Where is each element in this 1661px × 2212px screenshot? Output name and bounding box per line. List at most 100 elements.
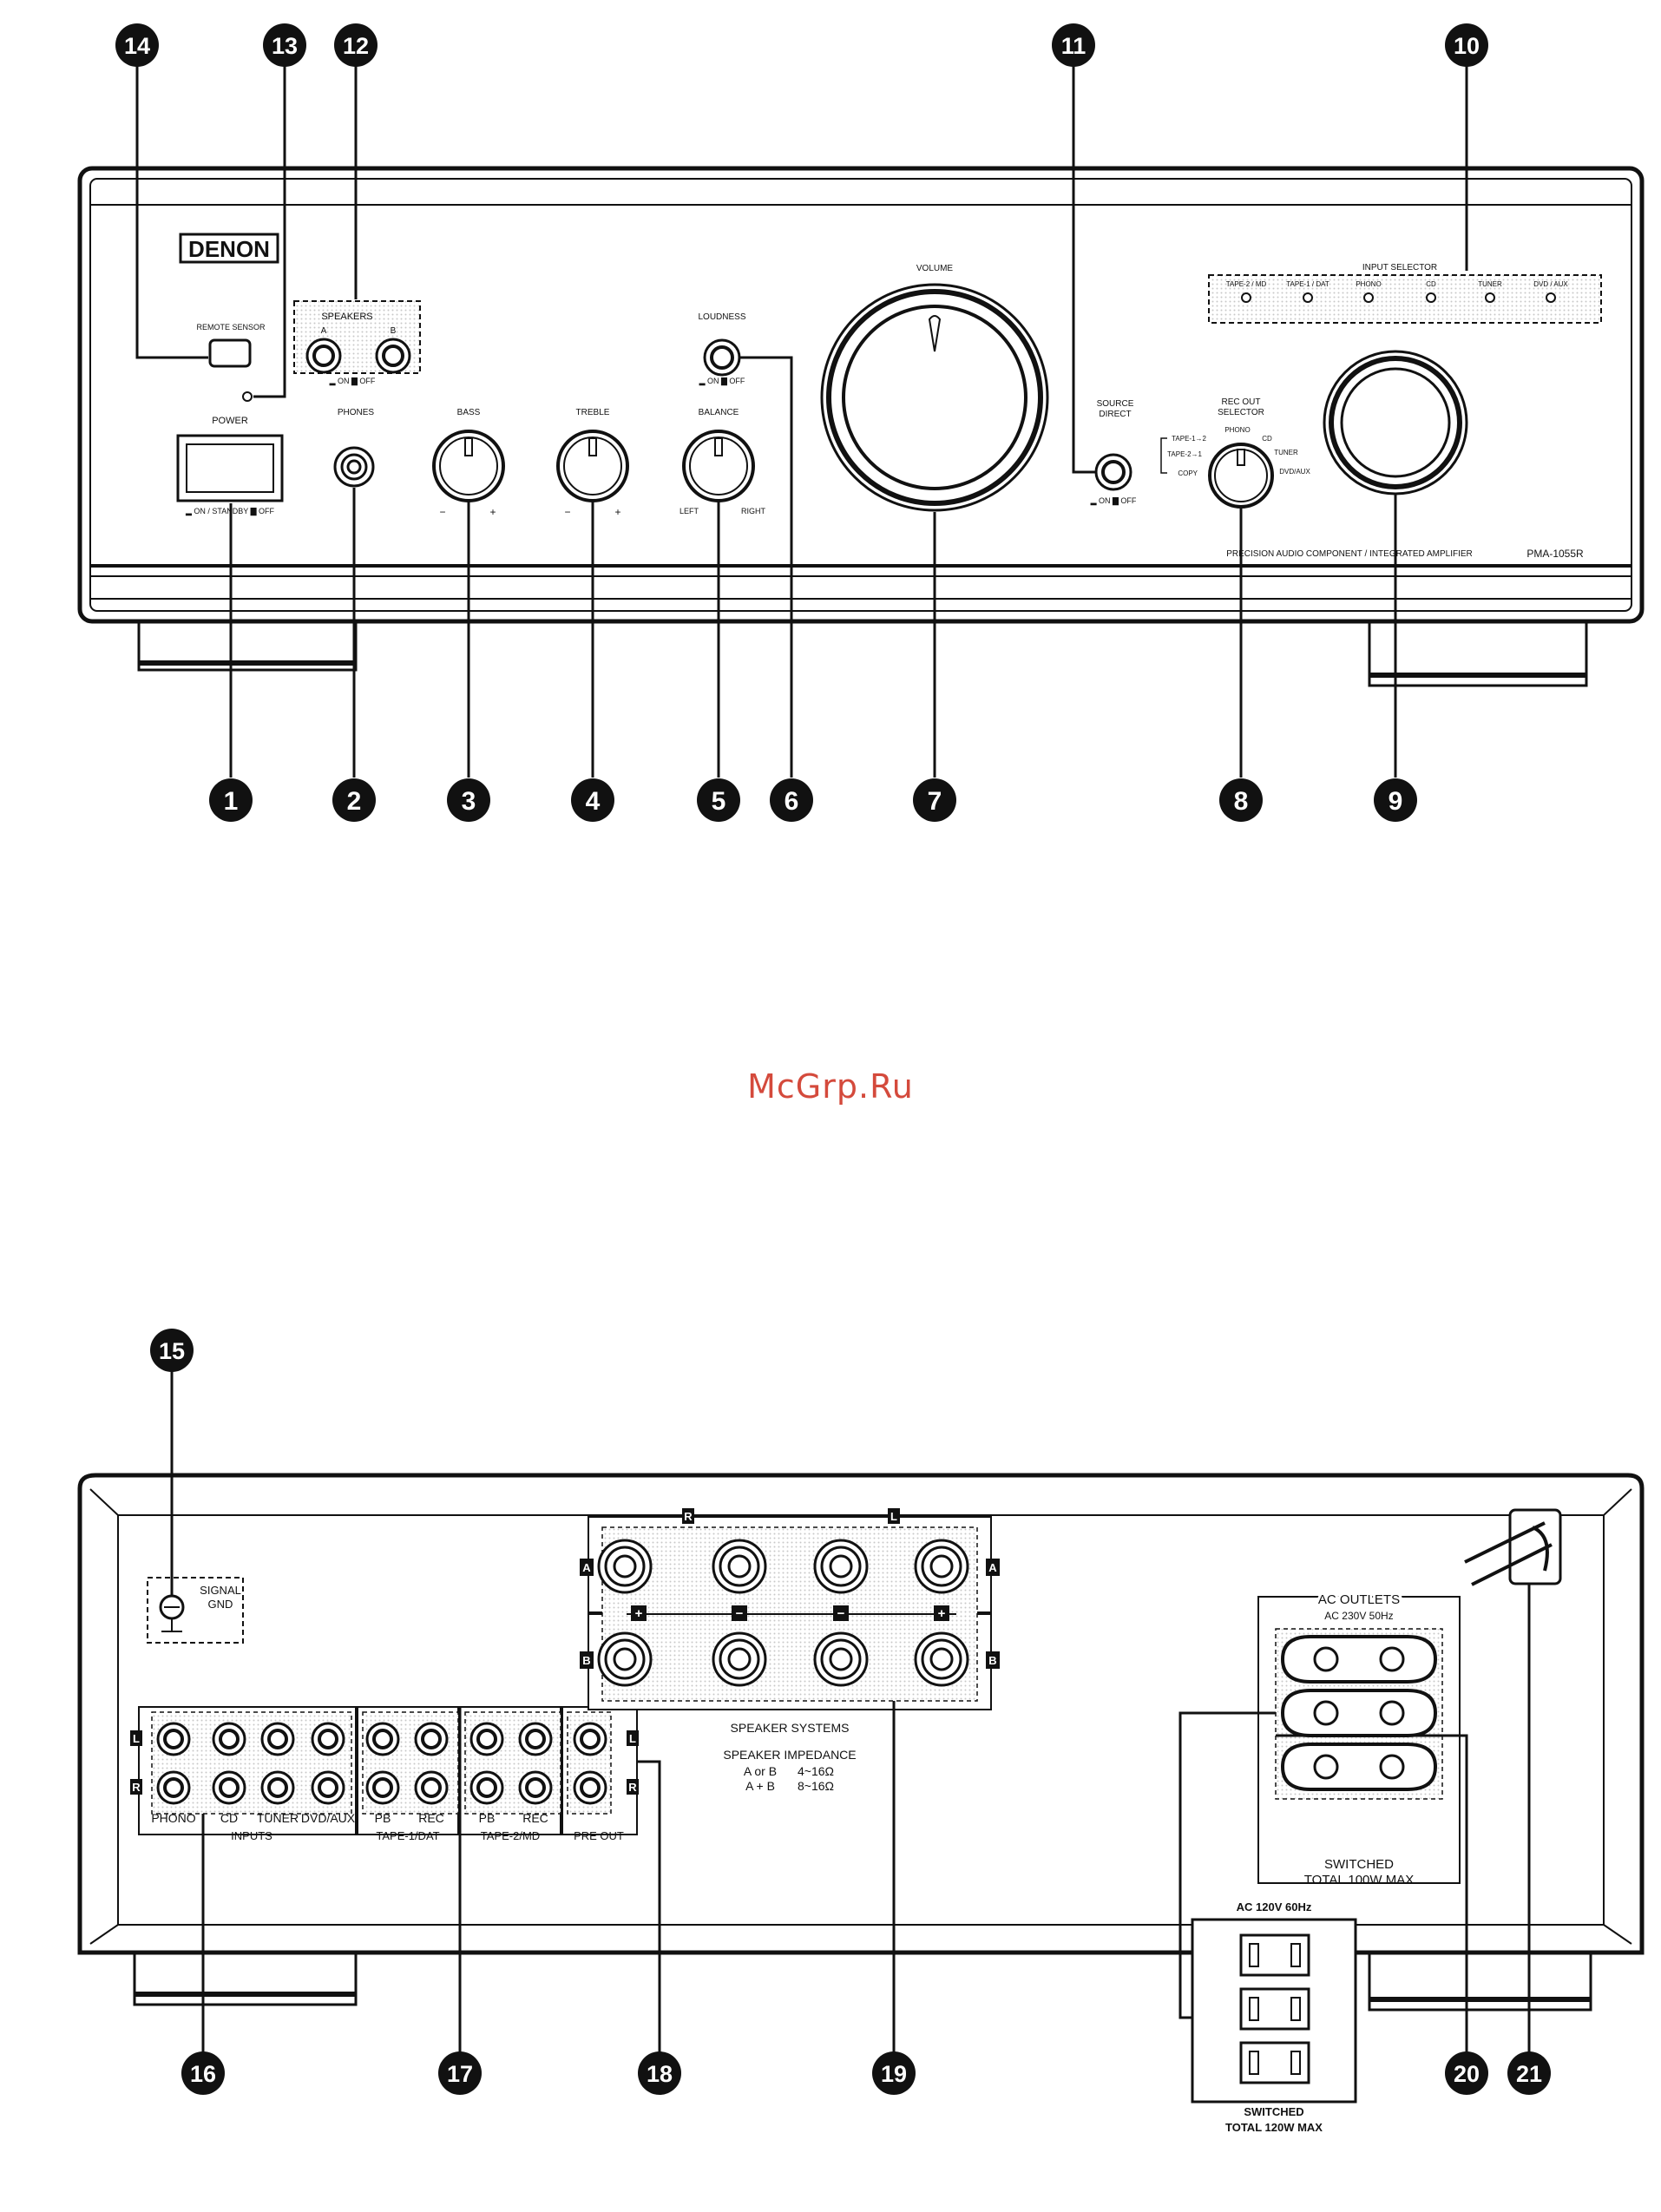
- svg-text:TUNER: TUNER: [1478, 280, 1502, 288]
- svg-text:+: +: [614, 506, 620, 518]
- svg-text:AC OUTLETS: AC OUTLETS: [1318, 1592, 1400, 1607]
- svg-text:8: 8: [1234, 787, 1249, 816]
- callout-20: 20: [1445, 2051, 1488, 2095]
- input-selector-knob[interactable]: [1323, 350, 1468, 496]
- power-button[interactable]: [176, 434, 284, 502]
- svg-text:DENON: DENON: [188, 236, 270, 262]
- svg-text:TAPE-1 / DAT: TAPE-1 / DAT: [1286, 280, 1329, 288]
- svg-text:R: R: [684, 1510, 693, 1523]
- balance-label: BALANCE: [699, 408, 739, 417]
- svg-text:PRE OUT: PRE OUT: [574, 1829, 624, 1842]
- rear-panel: SIGNAL GND: [77, 1473, 1645, 2134]
- svg-text:CD: CD: [1426, 280, 1436, 288]
- front-leader-lines: [135, 66, 1468, 778]
- bass-label: BASS: [457, 408, 481, 417]
- svg-text:4~16Ω: 4~16Ω: [798, 1764, 834, 1778]
- balance-knob[interactable]: [682, 430, 755, 502]
- svg-text:7: 7: [928, 787, 942, 816]
- callout-17: 17: [438, 2051, 482, 2095]
- svg-text:PB: PB: [479, 1811, 496, 1825]
- volume-knob[interactable]: [820, 283, 1049, 512]
- speaker-b-button[interactable]: [375, 338, 411, 374]
- svg-text:15: 15: [159, 1338, 185, 1364]
- svg-text:19: 19: [881, 2061, 907, 2087]
- svg-text:2: 2: [347, 787, 362, 816]
- svg-text:+: +: [938, 1606, 946, 1621]
- callout-7: 7: [913, 778, 956, 822]
- volume-label: VOLUME: [916, 264, 954, 273]
- svg-text:▂ ON ▇ OFF: ▂ ON ▇ OFF: [329, 377, 376, 386]
- rec-out-selector-knob[interactable]: [1208, 443, 1274, 509]
- loudness-label: LOUDNESS: [698, 312, 745, 322]
- front-panel: DENON REMOTE SENSOR SPEAKERS A B ▂ ON ▇ …: [77, 166, 1645, 687]
- svg-text:A + B: A + B: [745, 1779, 775, 1793]
- front-callouts: 14 13 12 11 10 1 2 3 4 5 6 7 8 9: [115, 23, 1488, 822]
- svg-text:TOTAL 100W MAX: TOTAL 100W MAX: [1304, 1873, 1414, 1887]
- svg-text:A: A: [321, 326, 327, 336]
- svg-text:B: B: [988, 1654, 996, 1667]
- svg-text:B: B: [582, 1654, 590, 1667]
- svg-text:TUNER: TUNER: [1274, 449, 1298, 456]
- callout-1: 1: [209, 778, 253, 822]
- svg-text:TAPE-2→1: TAPE-2→1: [1167, 450, 1202, 458]
- svg-text:9: 9: [1389, 787, 1403, 816]
- loudness-button[interactable]: [703, 338, 741, 377]
- svg-text:A: A: [582, 1561, 591, 1574]
- callout-4: 4: [571, 778, 614, 822]
- euro-sockets[interactable]: [1280, 1635, 1438, 1791]
- svg-text:CD: CD: [220, 1811, 238, 1825]
- power-label: POWER: [212, 416, 248, 426]
- precision-text: PRECISION AUDIO COMPONENT / INTEGRATED A…: [1226, 549, 1473, 559]
- svg-text:TAPE-2 / MD: TAPE-2 / MD: [1226, 280, 1267, 288]
- source-direct-button[interactable]: [1094, 453, 1132, 491]
- svg-text:AC 230V 50Hz: AC 230V 50Hz: [1324, 1610, 1393, 1622]
- rear-callouts: 15 16 17 18 19 20 21: [150, 1329, 1551, 2095]
- phones-jack[interactable]: [333, 446, 375, 488]
- svg-text:CD: CD: [1262, 435, 1272, 443]
- svg-text:−: −: [736, 1606, 744, 1621]
- svg-text:−: −: [564, 506, 570, 518]
- callout-2: 2: [332, 778, 376, 822]
- svg-text:TOTAL 120W MAX: TOTAL 120W MAX: [1225, 2121, 1323, 2134]
- rca-jack-row-r[interactable]: [156, 1770, 607, 1805]
- callout-16: 16: [181, 2051, 225, 2095]
- svg-text:SWITCHED: SWITCHED: [1324, 1857, 1394, 1872]
- svg-text:R: R: [132, 1781, 141, 1794]
- svg-text:COPY: COPY: [1178, 469, 1198, 477]
- power-cord: [1464, 1508, 1562, 1586]
- speaker-a-button[interactable]: [305, 338, 342, 374]
- svg-text:3: 3: [462, 787, 476, 816]
- standby-indicator: [242, 391, 253, 402]
- signal-gnd-terminal[interactable]: [159, 1594, 185, 1632]
- callout-10: 10: [1445, 23, 1488, 67]
- svg-text:REC: REC: [418, 1811, 444, 1825]
- bass-knob[interactable]: [432, 430, 505, 502]
- model-name: PMA-1055R: [1526, 548, 1584, 560]
- svg-text:SELECTOR: SELECTOR: [1218, 408, 1264, 417]
- callout-11: 11: [1052, 23, 1095, 67]
- treble-knob[interactable]: [556, 430, 629, 502]
- callout-19: 19: [872, 2051, 916, 2095]
- rca-jack-row-l[interactable]: [156, 1722, 607, 1756]
- rear-leader-lines: [170, 1367, 1531, 2052]
- remote-sensor-label: REMOTE SENSOR: [196, 323, 266, 331]
- speaker-terminal-posts[interactable]: [597, 1539, 969, 1687]
- treble-label: TREBLE: [576, 408, 610, 417]
- svg-text:TUNER: TUNER: [257, 1811, 299, 1825]
- callout-5: 5: [697, 778, 740, 822]
- us-sockets[interactable]: [1239, 1933, 1310, 2084]
- svg-text:−: −: [439, 506, 445, 518]
- svg-text:SWITCHED: SWITCHED: [1244, 2105, 1303, 2118]
- svg-text:DIRECT: DIRECT: [1099, 410, 1131, 419]
- svg-text:8~16Ω: 8~16Ω: [798, 1779, 834, 1793]
- denon-logo: DENON: [179, 233, 279, 264]
- speaker-systems-label: SPEAKER SYSTEMS: [731, 1721, 850, 1735]
- speaker-impedance-label: SPEAKER IMPEDANCE: [723, 1748, 856, 1762]
- svg-text:SPEAKERS: SPEAKERS: [321, 312, 372, 322]
- svg-text:L: L: [890, 1510, 897, 1523]
- svg-text:DVD / AUX: DVD / AUX: [1533, 280, 1568, 288]
- callout-8: 8: [1219, 778, 1263, 822]
- svg-text:20: 20: [1454, 2061, 1480, 2087]
- svg-text:+: +: [635, 1606, 643, 1621]
